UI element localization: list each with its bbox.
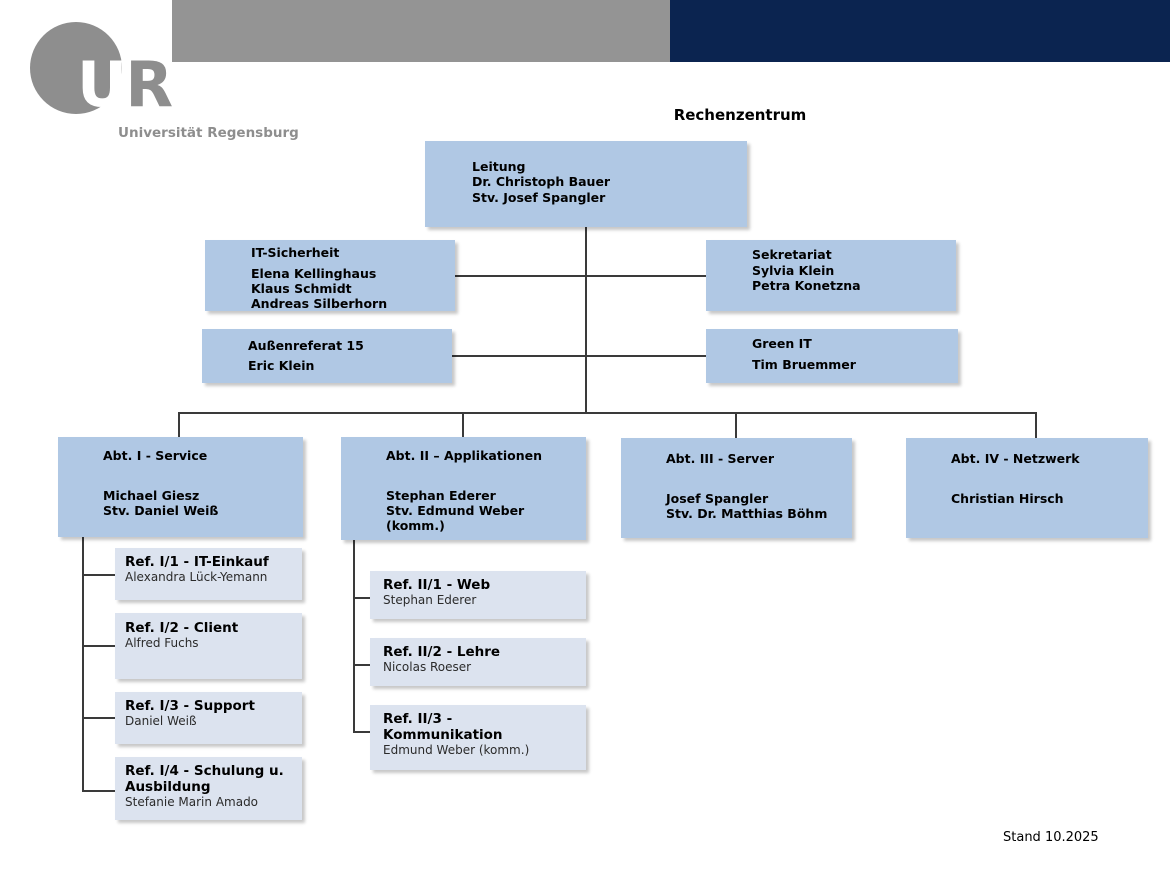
ref-i-3-title: Ref. I/3 - Support [125, 698, 255, 714]
box-green-it[interactable]: Green IT Tim Bruemmer [706, 329, 958, 383]
it-sicherheit-member-2: Klaus Schmidt [251, 280, 352, 296]
abt-4-title: Abt. IV - Netzwerk [951, 451, 1080, 466]
page-title: Rechenzentrum [673, 106, 807, 124]
sekretariat-title: Sekretariat [752, 247, 832, 262]
ref-i-2-title: Ref. I/2 - Client [125, 620, 239, 636]
abt-3-head: Josef Spangler [666, 490, 769, 506]
connector-stub-ref-i-2 [82, 645, 116, 647]
ref-i-2-person: Alfred Fuchs [125, 636, 199, 651]
green-it-member-1: Tim Bruemmer [752, 356, 856, 372]
institution-name: Universität Regensburg [118, 125, 299, 141]
sekretariat-member-1: Sylvia Klein [752, 262, 835, 278]
connector-drop-abt-4 [1035, 412, 1037, 438]
ref-i-1-person: Alexandra Lück-Yemann [125, 570, 268, 585]
ref-ii-1-title: Ref. II/1 - Web [383, 577, 491, 593]
aussenreferat-member-1: Eric Klein [248, 357, 315, 373]
connector-rail-abt-1 [82, 537, 84, 791]
connector-stub-ref-i-1 [82, 574, 116, 576]
box-ref-ii-3[interactable]: Ref. II/3 - Kommunikation Edmund Weber (… [370, 705, 586, 770]
ref-ii-2-title: Ref. II/2 - Lehre [383, 644, 501, 660]
abt-4-head: Christian Hirsch [951, 490, 1064, 506]
connector-department-bus [178, 412, 1036, 414]
connector-stub-ref-ii-1 [353, 597, 371, 599]
box-ref-ii-1[interactable]: Ref. II/1 - Web Stephan Ederer [370, 571, 586, 619]
box-ref-i-1[interactable]: Ref. I/1 - IT-Einkauf Alexandra Lück-Yem… [115, 548, 302, 600]
abt-1-head: Michael Giesz [103, 487, 200, 503]
connector-staff-row-2 [452, 355, 706, 357]
connector-rail-abt-2 [353, 538, 355, 731]
box-abt-1[interactable]: Abt. I - Service Michael Giesz Stv. Dani… [58, 437, 303, 537]
abt-2-deputy: Stv. Edmund Weber (komm.) [386, 502, 525, 534]
connector-drop-abt-3 [735, 412, 737, 438]
ref-i-4-title: Ref. I/4 - Schulung u. Ausbildung [125, 763, 284, 796]
connector-trunk-main [585, 227, 587, 413]
box-ref-i-2[interactable]: Ref. I/2 - Client Alfred Fuchs [115, 613, 302, 679]
university-logo: UR [30, 12, 190, 116]
aussenreferat-title: Außenreferat 15 [248, 338, 364, 353]
logo-ur-text: UR [77, 54, 173, 116]
logo-letter-u: U [77, 48, 127, 121]
it-sicherheit-member-1: Elena Kellinghaus [251, 265, 377, 281]
green-it-title: Green IT [752, 336, 812, 351]
ref-ii-2-person: Nicolas Roeser [383, 660, 472, 675]
ref-ii-1-person: Stephan Ederer [383, 593, 477, 608]
box-it-sicherheit[interactable]: IT-Sicherheit Elena Kellinghaus Klaus Sc… [205, 240, 455, 311]
box-sekretariat[interactable]: Sekretariat Sylvia Klein Petra Konetzna [706, 240, 956, 311]
abt-2-title: Abt. II – Applikationen [386, 448, 542, 463]
leitung-head: Dr. Christoph Bauer [472, 174, 611, 190]
leitung-role: Leitung [472, 159, 526, 174]
box-ref-i-3[interactable]: Ref. I/3 - Support Daniel Weiß [115, 692, 302, 744]
connector-drop-abt-1 [178, 412, 180, 438]
logo-letter-r: R [125, 48, 173, 121]
ref-i-4-person: Stefanie Marin Amado [125, 795, 259, 810]
header-band-gray [172, 0, 670, 62]
header-band-navy [670, 0, 1170, 62]
leitung-deputy: Stv. Josef Spangler [472, 189, 606, 205]
ref-i-3-person: Daniel Weiß [125, 714, 197, 729]
abt-1-title: Abt. I - Service [103, 448, 208, 463]
box-abt-4[interactable]: Abt. IV - Netzwerk Christian Hirsch [906, 438, 1148, 538]
ref-ii-3-person: Edmund Weber (komm.) [383, 743, 530, 758]
status-date: Stand 10.2025 [1003, 830, 1099, 845]
box-ref-i-4[interactable]: Ref. I/4 - Schulung u. Ausbildung Stefan… [115, 757, 302, 820]
box-leitung[interactable]: Leitung Dr. Christoph Bauer Stv. Josef S… [425, 141, 747, 227]
connector-stub-ref-i-4 [82, 790, 116, 792]
connector-drop-abt-2 [462, 412, 464, 438]
connector-staff-row-1 [455, 275, 706, 277]
abt-3-title: Abt. III - Server [666, 451, 774, 466]
logo-circle-icon [30, 22, 122, 114]
sekretariat-member-2: Petra Konetzna [752, 277, 861, 293]
connector-stub-ref-ii-3 [353, 731, 371, 733]
abt-1-deputy: Stv. Daniel Weiß [103, 502, 219, 518]
abt-3-deputy: Stv. Dr. Matthias Böhm [666, 505, 828, 521]
box-ref-ii-2[interactable]: Ref. II/2 - Lehre Nicolas Roeser [370, 638, 586, 686]
connector-stub-ref-i-3 [82, 717, 116, 719]
box-abt-3[interactable]: Abt. III - Server Josef Spangler Stv. Dr… [621, 438, 852, 538]
connector-stub-ref-ii-2 [353, 664, 371, 666]
box-aussenreferat-15[interactable]: Außenreferat 15 Eric Klein [202, 329, 452, 383]
it-sicherheit-member-3: Andreas Silberhorn [251, 296, 388, 312]
it-sicherheit-title: IT-Sicherheit [251, 245, 340, 260]
abt-2-head: Stephan Ederer [386, 487, 496, 503]
box-abt-2[interactable]: Abt. II – Applikationen Stephan Ederer S… [341, 437, 586, 540]
ref-i-1-title: Ref. I/1 - IT-Einkauf [125, 554, 269, 570]
ref-ii-3-title: Ref. II/3 - Kommunikation [383, 711, 503, 744]
